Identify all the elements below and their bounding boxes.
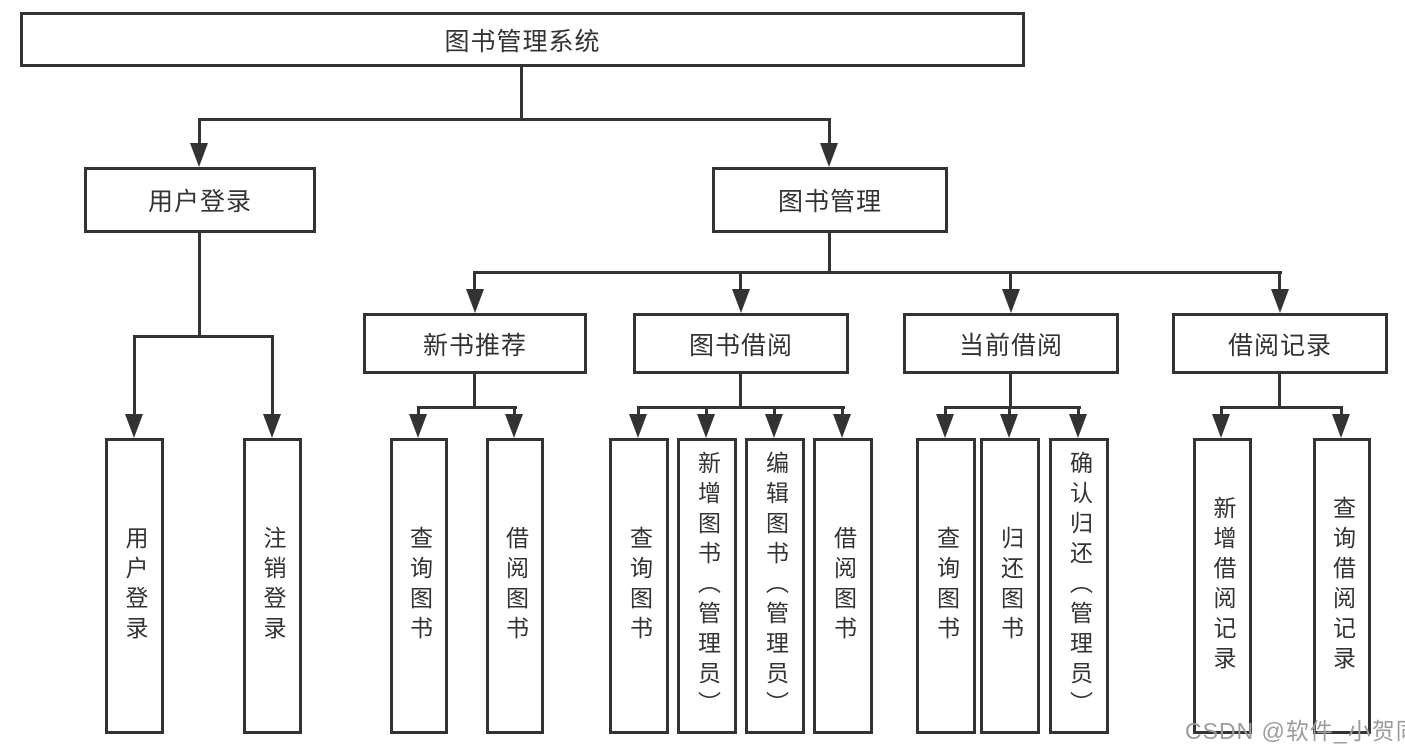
arrowhead-down-icon xyxy=(833,414,851,438)
leaf-current-confirm-return-admin-label: 确认归还（管理员） xyxy=(1066,451,1093,721)
arrowhead-down-icon xyxy=(466,289,484,313)
connector-line xyxy=(637,406,845,409)
leaf-logout-label: 注销登录 xyxy=(260,526,286,646)
arrowhead-down-icon xyxy=(505,414,523,438)
connector-line xyxy=(944,406,1081,409)
connector-line xyxy=(841,406,844,416)
connector-line xyxy=(773,406,776,416)
arrowhead-down-icon xyxy=(732,289,750,313)
leaf-newbook-query-books: 查询图书 xyxy=(390,438,448,734)
connector-line xyxy=(417,406,420,416)
connector-line xyxy=(473,374,476,409)
connector-line xyxy=(417,406,517,409)
connector-line xyxy=(198,118,831,121)
arrowhead-down-icon xyxy=(697,414,715,438)
leaf-current-return-books: 归还图书 xyxy=(980,438,1040,734)
connector-line xyxy=(1077,406,1080,416)
arrowhead-down-icon xyxy=(1212,414,1230,438)
connector-line xyxy=(473,271,476,291)
connector-line xyxy=(1009,271,1012,291)
connector-line xyxy=(1278,374,1281,409)
arrowhead-down-icon xyxy=(1069,414,1087,438)
connector-line xyxy=(1008,406,1011,416)
leaf-user-login-label: 用户登录 xyxy=(122,526,148,646)
connector-line xyxy=(133,335,136,416)
arrowhead-down-icon xyxy=(1271,289,1289,313)
leaf-borrow-query-books-label: 查询图书 xyxy=(626,526,653,646)
leaf-borrow-borrow-books: 借阅图书 xyxy=(813,438,873,734)
node-root-library-system: 图书管理系统 xyxy=(20,12,1025,67)
leaf-logout: 注销登录 xyxy=(243,438,302,734)
leaf-records-add-record-label: 新增借阅记录 xyxy=(1210,496,1236,676)
connector-line xyxy=(1340,406,1343,416)
leaf-records-query-record: 查询借阅记录 xyxy=(1313,438,1371,734)
leaf-user-login: 用户登录 xyxy=(105,438,164,734)
node-current-borrow: 当前借阅 xyxy=(903,313,1119,374)
leaf-newbook-query-books-label: 查询图书 xyxy=(406,526,433,646)
connector-line xyxy=(637,406,640,416)
arrowhead-down-icon xyxy=(1000,414,1018,438)
arrowhead-down-icon xyxy=(820,143,838,167)
leaf-borrow-edit-book-admin: 编辑图书（管理员） xyxy=(745,438,805,734)
connector-line xyxy=(513,406,516,416)
leaf-borrow-add-book-admin-label: 新增图书（管理员） xyxy=(694,451,721,721)
node-new-book-recommend: 新书推荐 xyxy=(363,313,587,374)
arrowhead-down-icon xyxy=(1002,289,1020,313)
connector-line xyxy=(1278,271,1281,291)
node-borrow-records: 借阅记录 xyxy=(1172,313,1388,374)
connector-line xyxy=(198,233,201,337)
connector-line xyxy=(944,406,947,416)
leaf-records-add-record: 新增借阅记录 xyxy=(1193,438,1252,734)
connector-line xyxy=(739,374,742,409)
arrowhead-down-icon xyxy=(409,414,427,438)
connector-line xyxy=(828,233,831,274)
arrowhead-down-icon xyxy=(125,414,143,438)
arrowhead-down-icon xyxy=(263,414,281,438)
csdn-watermark: CSDN @软件_小贺同学 xyxy=(1185,718,1405,744)
arrowhead-down-icon xyxy=(765,414,783,438)
leaf-current-query-books-label: 查询图书 xyxy=(933,526,960,646)
arrowhead-down-icon xyxy=(1332,414,1350,438)
connector-line xyxy=(705,406,708,416)
connector-line xyxy=(473,271,1282,274)
connector-line xyxy=(1220,406,1223,416)
connector-line xyxy=(828,118,831,146)
connector-line xyxy=(198,118,201,146)
node-book-borrow: 图书借阅 xyxy=(633,313,849,374)
connector-line xyxy=(1220,406,1343,409)
leaf-current-confirm-return-admin: 确认归还（管理员） xyxy=(1049,438,1109,734)
leaf-borrow-edit-book-admin-label: 编辑图书（管理员） xyxy=(762,451,789,721)
leaf-newbook-borrow-books-label: 借阅图书 xyxy=(502,526,529,646)
connector-line xyxy=(133,335,274,338)
connector-line xyxy=(739,271,742,291)
leaf-borrow-query-books: 查询图书 xyxy=(609,438,669,734)
leaf-current-query-books: 查询图书 xyxy=(916,438,976,734)
arrowhead-down-icon xyxy=(936,414,954,438)
arrowhead-down-icon xyxy=(629,414,647,438)
leaf-borrow-add-book-admin: 新增图书（管理员） xyxy=(677,438,737,734)
leaf-records-query-record-label: 查询借阅记录 xyxy=(1329,496,1356,676)
leaf-current-return-books-label: 归还图书 xyxy=(997,526,1024,646)
leaf-borrow-borrow-books-label: 借阅图书 xyxy=(830,526,857,646)
node-book-management: 图书管理 xyxy=(712,167,948,233)
connector-line xyxy=(1009,374,1012,409)
leaf-newbook-borrow-books: 借阅图书 xyxy=(486,438,544,734)
connector-line xyxy=(520,67,523,120)
connector-line xyxy=(271,335,274,416)
node-user-login: 用户登录 xyxy=(84,167,316,233)
arrowhead-down-icon xyxy=(190,143,208,167)
